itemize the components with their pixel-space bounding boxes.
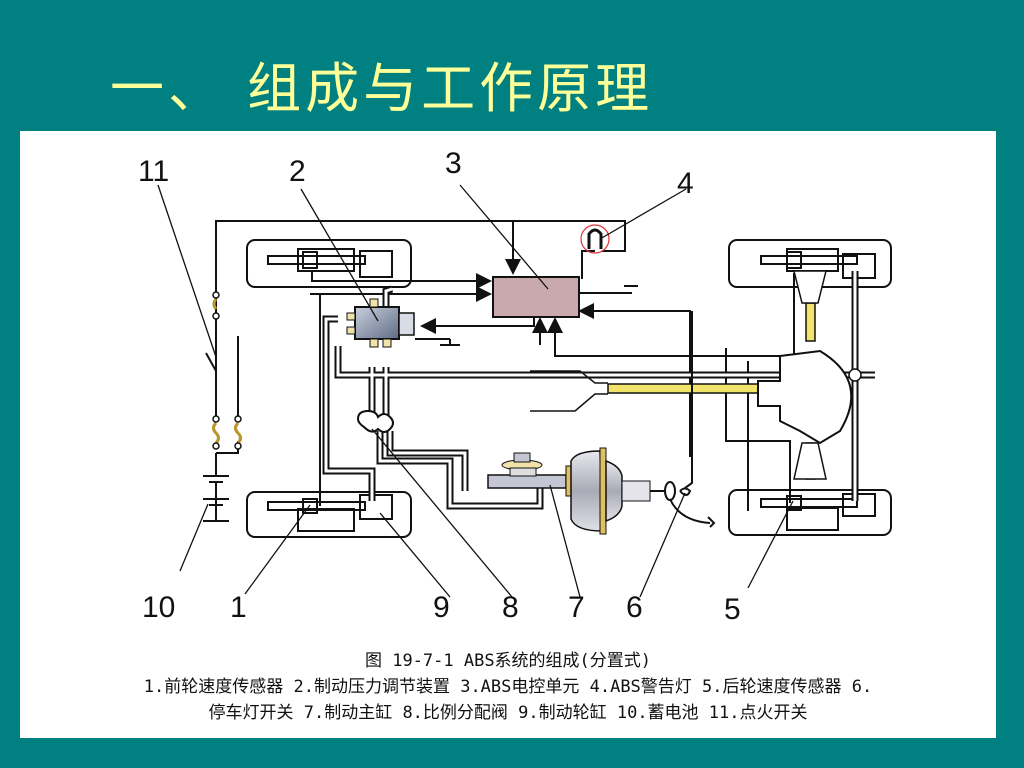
callout-9: 9 — [433, 591, 450, 624]
front-left-wheel — [246, 239, 412, 288]
callout-2: 2 — [289, 155, 306, 188]
legend-line-1: 1.前轮速度传感器 2.制动压力调节装置 3.ABS电控单元 4.ABS警告灯 … — [143, 677, 873, 697]
proportioning-valve — [356, 409, 394, 433]
rear-right-wheel — [728, 489, 892, 536]
wire-lamp-feed — [581, 250, 595, 279]
brake-pressure-modulator — [346, 298, 415, 348]
rear-left-wheel — [246, 491, 412, 538]
callout-1: 1 — [230, 591, 247, 624]
callout-6: 6 — [626, 591, 643, 624]
drive-shaft — [530, 270, 827, 480]
callout-10: 10 — [142, 591, 175, 624]
callout-3: 3 — [445, 147, 462, 180]
callout-leaders — [157, 184, 794, 598]
wire-top-bus — [215, 220, 626, 353]
abs-warning-lamp — [580, 224, 610, 254]
figure-title: 图 19-7-1 ABS系统的组成(分置式) — [364, 651, 652, 671]
abs-system-diagram: 11 2 3 4 10 1 9 8 7 6 5 — [138, 147, 892, 626]
diagram-panel: 11 2 3 4 10 1 9 8 7 6 5 图 19-7-1 ABS系统的组… — [20, 131, 996, 738]
callout-5: 5 — [724, 593, 741, 626]
fuses — [212, 298, 242, 445]
abs-ecu — [492, 276, 580, 318]
legend-line-2: 停车灯开关 7.制动主缸 8.比例分配阀 9.制动轮缸 10.蓄电池 11.点火… — [208, 703, 808, 723]
brake-booster — [565, 447, 665, 535]
callout-7: 7 — [568, 591, 585, 624]
figure-caption: 图 19-7-1 ABS系统的组成(分置式) 1.前轮速度传感器 2.制动压力调… — [20, 648, 996, 726]
battery-symbol — [203, 475, 229, 522]
callout-11: 11 — [138, 155, 169, 188]
brake-pedal — [664, 311, 716, 528]
master-cylinder — [487, 452, 567, 489]
slide-title: 一、 组成与工作原理 — [110, 57, 654, 120]
differential — [757, 349, 853, 445]
callout-8: 8 — [502, 591, 519, 624]
callout-4: 4 — [677, 167, 694, 200]
